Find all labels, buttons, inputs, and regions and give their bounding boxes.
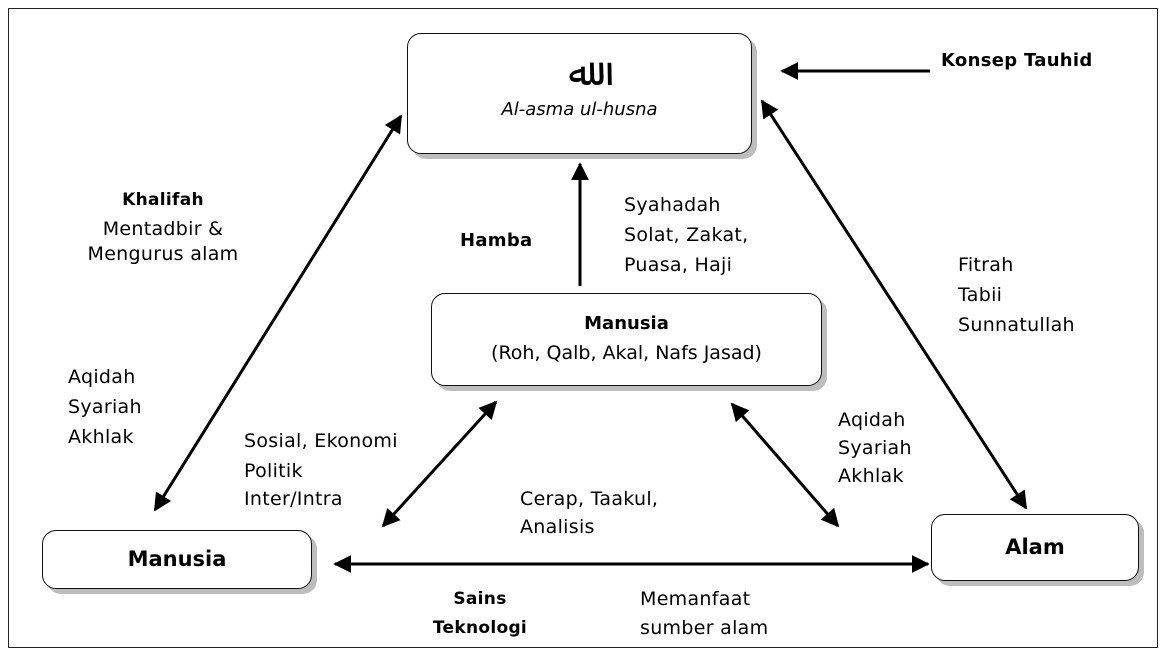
fitrah-fitrah: Fitrah [958,254,1014,276]
fitrah-sunnatullah: Sunnatullah [958,314,1075,336]
arrow-fitrah [760,99,1028,510]
khalifah-label: Khalifah Mentadbir & Mengurus alam [73,188,253,267]
left-value-akhlak: Akhlak [68,426,134,448]
left-value-aqidah: Aqidah [68,366,136,388]
sosial-ekonomi: Sosial, Ekonomi [244,430,398,452]
memanfaat-line2: sumber alam [640,617,769,639]
left-manusia-box: Manusia [42,530,312,589]
alam-box: Alam [931,514,1139,581]
cerap-line1: Cerap, Taakul, [520,488,659,510]
fitrah-label: Fitrah Tabii Sunnatullah [958,250,1075,340]
diagram-frame [8,8,1158,648]
arrow-sosial [381,400,498,528]
right-values-label: Aqidah Syariah Akhlak [838,406,912,490]
memanfaat-line1: Memanfaat [640,588,751,610]
khalifah-line2: Mengurus alam [87,243,239,265]
sains-label: Sains Teknologi [420,585,540,643]
hamba-label: Hamba [460,230,533,251]
khalifah-line1: Mentadbir & [102,218,224,240]
center-box-subtitle: (Roh, Qalb, Akal, Nafs Jasad) [491,342,762,364]
ibadah-puasa-haji: Puasa, Haji [624,254,733,276]
sosial-inter-intra: Inter/Intra [244,488,343,510]
alam-box-title: Alam [1005,535,1065,559]
arrow-khalifah [153,114,403,512]
memanfaat-label: Memanfaat sumber alam [640,585,768,643]
right-value-syariah: Syariah [838,437,912,459]
ibadah-solat-zakat: Solat, Zakat, [624,224,749,246]
arrow-cerap [730,402,840,528]
allah-calligraphy: ﷲ [568,50,591,94]
khalifah-title: Khalifah [122,190,204,210]
center-box-title: Manusia [584,313,669,334]
left-values-label: Aqidah Syariah Akhlak [68,362,142,452]
sosial-politik: Politik [244,460,303,482]
center-manusia-box: Manusia (Roh, Qalb, Akal, Nafs Jasad) [431,293,822,386]
right-value-aqidah: Aqidah [838,409,906,431]
allah-box-subtitle: Al-asma ul-husna [501,99,658,120]
cerap-label: Cerap, Taakul, Analisis [520,485,658,541]
sosial-label: Sosial, Ekonomi Politik Inter/Intra [244,427,398,513]
left-box-title: Manusia [127,547,227,571]
sains-title: Sains [453,589,507,609]
ibadah-label: Syahadah Solat, Zakat, Puasa, Haji [624,190,749,280]
allah-box: ﷲ Al-asma ul-husna [407,33,752,154]
ibadah-syahadah: Syahadah [624,194,721,216]
fitrah-tabii: Tabii [958,284,1003,306]
right-value-akhlak: Akhlak [838,465,904,487]
konsep-tauhid-label: Konsep Tauhid [941,50,1093,71]
cerap-line2: Analisis [520,516,595,538]
left-value-syariah: Syariah [68,396,142,418]
teknologi-title: Teknologi [432,618,528,638]
